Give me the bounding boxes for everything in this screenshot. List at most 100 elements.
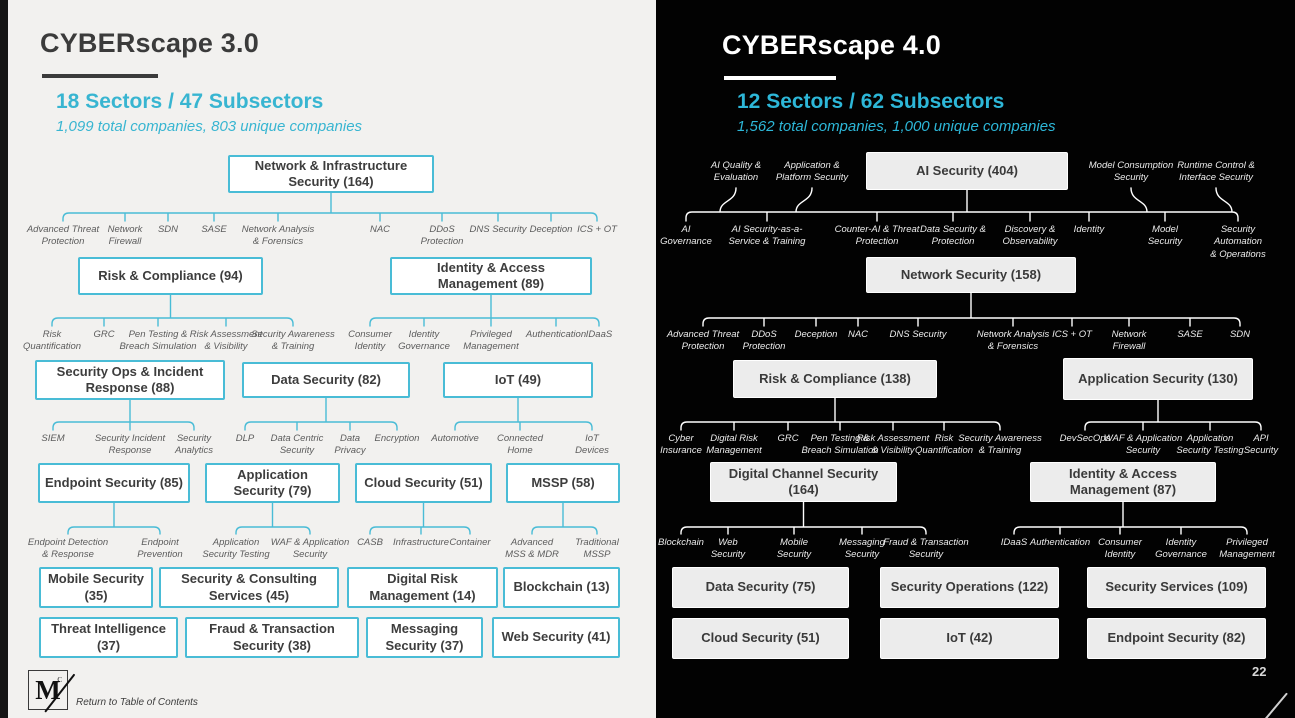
subsector-label: Authentication bbox=[525, 329, 587, 340]
return-to-toc-link[interactable]: Return to Table of Contents bbox=[76, 697, 198, 708]
sector-box: Identity & Access Management (87) bbox=[1030, 462, 1216, 502]
right-stats-heading: 12 Sectors / 62 Subsectors bbox=[737, 90, 1005, 113]
subsector-label: DevSecOps bbox=[1059, 433, 1111, 444]
left-stats-subline: 1,099 total companies, 803 unique compan… bbox=[56, 118, 363, 135]
logo-superscript: C bbox=[57, 676, 62, 684]
sector-box: AI Security (404) bbox=[866, 152, 1068, 190]
subsector-label: Fraud & Transaction Security bbox=[883, 537, 969, 561]
sector-box: Digital Risk Management (14) bbox=[347, 567, 498, 608]
subsector-label: Risk Assessment & Visibility bbox=[189, 329, 263, 353]
sector-box: Fraud & Transaction Security (38) bbox=[185, 617, 359, 658]
subsector-label: SDN bbox=[157, 224, 179, 235]
subsector-label: Infrastructure bbox=[393, 537, 449, 548]
sector-box: MSSP (58) bbox=[506, 463, 620, 503]
subsector-label: Advanced Threat Protection bbox=[26, 224, 100, 248]
subsector-label: GRC bbox=[93, 329, 115, 340]
right-slide-title: CYBERscape 4.0 bbox=[722, 30, 941, 60]
sector-box: Cloud Security (51) bbox=[355, 463, 492, 503]
subsector-label: Model Security bbox=[1147, 224, 1183, 248]
subsector-label: AI Security-as-a- Service & Training bbox=[728, 224, 806, 248]
subsector-label: Pen Testing & Breach Simulation bbox=[119, 329, 197, 353]
subsector-label: ICS + OT bbox=[1052, 329, 1092, 340]
sector-box: Web Security (41) bbox=[492, 617, 620, 658]
sector-box: Mobile Security (35) bbox=[39, 567, 153, 608]
sector-box: Endpoint Security (82) bbox=[1087, 618, 1266, 659]
subsector-label: Endpoint Detection & Response bbox=[27, 537, 109, 561]
subsector-label: Data Centric Security bbox=[270, 433, 324, 457]
sector-box: Data Security (82) bbox=[242, 362, 410, 398]
subsector-label: Security Analytics bbox=[174, 433, 214, 457]
sector-box: Application Security (130) bbox=[1063, 358, 1253, 400]
subsector-label: Identity bbox=[1073, 224, 1105, 235]
subsector-label: SDN bbox=[1229, 329, 1251, 340]
subsector-label: WAF & Application Security bbox=[270, 537, 350, 561]
subsector-label: SASE bbox=[201, 224, 227, 235]
left-stats-heading: 18 Sectors / 47 Subsectors bbox=[56, 90, 324, 113]
left-edge-strip bbox=[0, 0, 8, 718]
sector-box: Network Security (158) bbox=[866, 257, 1076, 293]
subsector-label: Privileged Management bbox=[1219, 537, 1275, 561]
subsector-label: Runtime Control & Interface Security bbox=[1177, 160, 1255, 184]
subsector-label: NAC bbox=[847, 329, 869, 340]
sector-box: Threat Intelligence (37) bbox=[39, 617, 178, 658]
subsector-label: Application Security Testing bbox=[202, 537, 270, 561]
subsector-label: SIEM bbox=[41, 433, 65, 444]
subsector-label: Deception bbox=[794, 329, 838, 340]
subsector-label: IoT Devices bbox=[575, 433, 609, 457]
sector-box: IoT (42) bbox=[880, 618, 1059, 659]
right-title-underline bbox=[724, 76, 836, 80]
subsector-label: DDoS Protection bbox=[420, 224, 464, 248]
sector-box: Risk & Compliance (138) bbox=[733, 360, 937, 398]
subsector-label: NAC bbox=[369, 224, 391, 235]
sector-box: Blockchain (13) bbox=[503, 567, 620, 608]
sector-box: Security Operations (122) bbox=[880, 567, 1059, 608]
subsector-label: Risk Quantification bbox=[22, 329, 82, 353]
subsector-label: Counter-AI & Threat Protection bbox=[834, 224, 920, 248]
subsector-label: Deception bbox=[529, 224, 573, 235]
subsector-label: Identity Governance bbox=[1155, 537, 1207, 561]
sector-box: Security Ops & Incident Response (88) bbox=[35, 360, 225, 400]
subsector-label: DNS Security bbox=[889, 329, 947, 340]
subsector-label: Advanced MSS & MDR bbox=[505, 537, 559, 561]
subsector-label: AI Governance bbox=[660, 224, 712, 248]
subsector-label: Application & Platform Security bbox=[775, 160, 849, 184]
subsector-label: Blockchain bbox=[658, 537, 704, 548]
sector-box: IoT (49) bbox=[443, 362, 593, 398]
subsector-label: Automotive bbox=[431, 433, 479, 444]
subsector-label: DDoS Protection bbox=[742, 329, 786, 353]
sector-box: Digital Channel Security (164) bbox=[710, 462, 897, 502]
left-title-underline bbox=[42, 74, 158, 78]
subsector-label: Risk Quantification bbox=[914, 433, 974, 457]
sector-box: Identity & Access Management (89) bbox=[390, 257, 592, 295]
subsector-label: Traditional MSSP bbox=[575, 537, 619, 561]
subsector-label: DNS Security bbox=[469, 224, 527, 235]
subsector-label: Security Awareness & Training bbox=[251, 329, 335, 353]
subsector-label: Security Incident Response bbox=[94, 433, 166, 457]
sector-box: Cloud Security (51) bbox=[672, 618, 849, 659]
subsector-label: Pen Testing & Breach Simulation bbox=[801, 433, 879, 457]
subsector-label: Network Analysis & Forensics bbox=[241, 224, 315, 248]
subsector-label: Mobile Security bbox=[776, 537, 812, 561]
subsector-label: Connected Home bbox=[497, 433, 543, 457]
subsector-label: Consumer Identity bbox=[1098, 537, 1142, 561]
sector-box: Risk & Compliance (94) bbox=[78, 257, 263, 295]
subsector-label: Network Firewall bbox=[107, 224, 143, 248]
subsector-label: API Security bbox=[1243, 433, 1279, 457]
subsector-label: Consumer Identity bbox=[348, 329, 392, 353]
subsector-label: Security Awareness & Training bbox=[958, 433, 1042, 457]
subsector-label: Network Firewall bbox=[1111, 329, 1147, 353]
sector-box: Security & Consulting Services (45) bbox=[159, 567, 339, 608]
subsector-label: Cyber Insurance bbox=[660, 433, 702, 457]
subsector-label: Encryption bbox=[374, 433, 420, 444]
subsector-label: Application Security Testing bbox=[1176, 433, 1244, 457]
subsector-label: Risk Assessment & Visibility bbox=[856, 433, 930, 457]
subsector-label: Container bbox=[449, 537, 491, 548]
subsector-label: Security Automation & Operations bbox=[1210, 224, 1266, 260]
subsector-label: Data Security & Protection bbox=[920, 224, 986, 248]
subsector-label: GRC bbox=[777, 433, 799, 444]
subsector-label: Data Privacy bbox=[334, 433, 366, 457]
sector-box: Network & Infrastructure Security (164) bbox=[228, 155, 434, 193]
subsector-label: Identity Governance bbox=[398, 329, 450, 353]
left-slide-title: CYBERscape 3.0 bbox=[40, 28, 259, 58]
